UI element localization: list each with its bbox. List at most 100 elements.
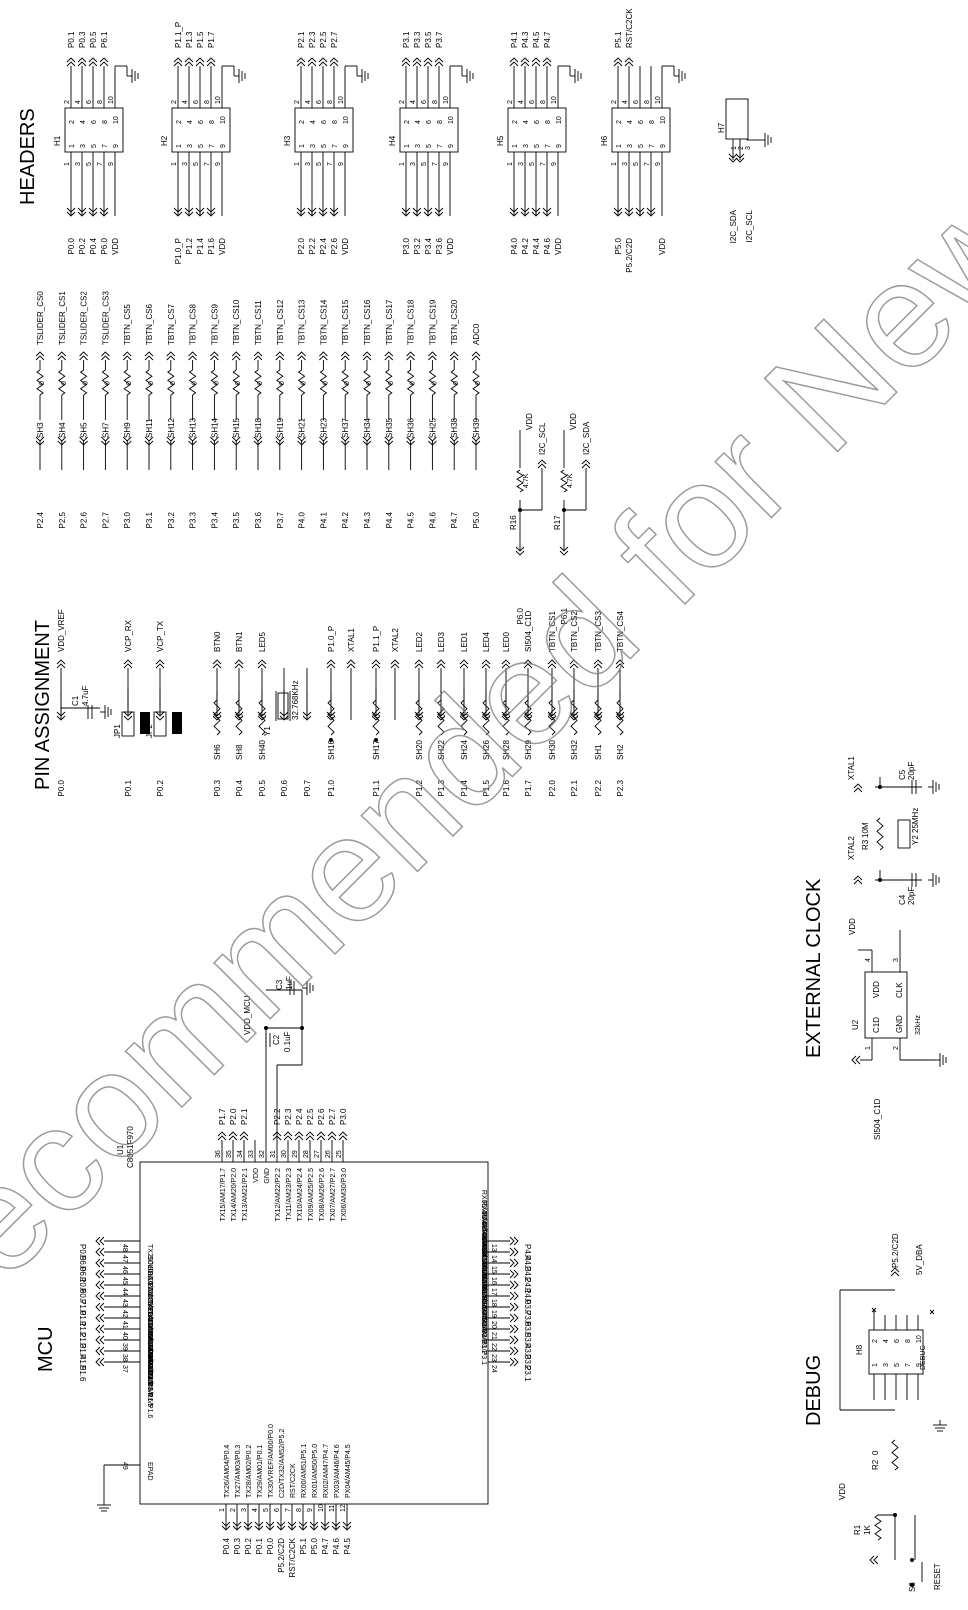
mcu-port: P2.0 <box>229 1108 238 1125</box>
pin-number: 32 <box>259 1150 266 1158</box>
header-left-net: P4.4 <box>532 237 541 254</box>
shunt-ref: SH36 <box>407 417 416 438</box>
resistor-value: 0 <box>505 714 512 718</box>
connector-symbol <box>99 207 109 217</box>
resistor-symbol <box>210 369 219 396</box>
pin-assign-port: P2.5 <box>58 511 67 528</box>
pin-assign-net: XTAL1 <box>347 628 356 652</box>
connector-symbol <box>509 1302 519 1312</box>
pin-number: 2 <box>507 100 514 104</box>
connector-symbol <box>414 659 424 669</box>
mcu-pin-function: RX15/TX04/AM32/P3.2 <box>480 1281 487 1354</box>
pin-number: 2 <box>176 120 183 124</box>
pin-number: 1 <box>171 162 178 166</box>
connector-symbol <box>346 659 356 669</box>
mcu-port: P4.4 <box>523 1244 532 1261</box>
connector-symbol <box>234 711 244 721</box>
pin-assign-port: P2.7 <box>101 511 110 528</box>
pin-assign-net: TBTN_CS3 <box>594 611 603 652</box>
connector-symbol <box>423 57 433 67</box>
wire-layer <box>35 57 947 1587</box>
resistor-value: 0 <box>410 381 417 385</box>
header-right-net: P3.5 <box>424 31 433 48</box>
connector-symbol <box>547 711 557 721</box>
pin-number: 44 <box>121 1288 128 1296</box>
pin-number: 2 <box>738 146 745 150</box>
pin-number: 11 <box>329 1505 336 1512</box>
capacitor-value: 0.1uF <box>283 1031 292 1052</box>
pin-number: 2 <box>299 120 306 124</box>
pin-number: 10 <box>338 96 345 104</box>
connector-symbol <box>509 1313 519 1323</box>
connector-symbol <box>56 659 66 669</box>
resistor-symbol <box>406 369 415 396</box>
net-label: 5V_DBA <box>915 1244 924 1275</box>
connector-symbol <box>77 57 87 67</box>
shunt-ref: SH8 <box>235 744 244 760</box>
resistor-value: 4.7K <box>523 473 530 488</box>
pin-number: 5 <box>638 144 645 148</box>
mcu-pin-function: TX10/AM24/P2.4 <box>297 1168 304 1221</box>
pin-number: 10 <box>551 96 558 104</box>
resistor-value: 1K <box>863 1525 872 1535</box>
connector-symbol <box>155 711 165 721</box>
pin-number: 2 <box>616 120 623 124</box>
pin-number: 10 <box>448 116 455 124</box>
pin-number: 1 <box>176 144 183 148</box>
connector-symbol <box>362 351 372 361</box>
pin-number: 6 <box>426 120 433 124</box>
resistor-value: 0 <box>440 714 447 718</box>
resistor-symbol <box>341 369 349 396</box>
mcu-pin-function: TX17/AM15/P1.5 <box>146 1354 153 1407</box>
pin-assign-net: VCP_TX <box>156 620 165 652</box>
mcu-port: P0.6 <box>78 1277 87 1294</box>
resistor-symbol <box>460 699 468 736</box>
pin-assign-net: TSLIDER_CS1 <box>58 291 67 345</box>
pin-assign-port: P6.1 <box>560 607 569 624</box>
resistor-symbol <box>258 699 266 736</box>
section-title-external-clock: EXTERNAL CLOCK <box>803 878 825 1058</box>
resistor-symbol <box>58 369 66 396</box>
pin-number: 10 <box>220 116 227 124</box>
pin-number: 3 <box>310 144 317 148</box>
header-ref: H6 <box>600 135 609 146</box>
pin-number: 34 <box>237 1150 244 1158</box>
junction-dot <box>329 738 333 742</box>
pin-number: 5 <box>198 144 205 148</box>
pin-number: 4 <box>622 100 629 104</box>
mcu-pin-function: PX03/AM46/P4.6 <box>334 1444 341 1498</box>
pin-number: 8 <box>296 1508 303 1512</box>
connector-symbol <box>206 207 216 217</box>
connector-symbol <box>593 659 603 669</box>
mcu-port: P3.7 <box>523 1299 532 1316</box>
mcu-port: P1.5 <box>78 1354 87 1371</box>
connector-symbol <box>635 207 645 217</box>
pin-assign-net: I2C_SCL <box>538 422 547 455</box>
mcu-pin-function: TX22/XTAL1/AM10/P1.0 <box>146 1299 153 1375</box>
pin-assign-port: P4.4 <box>385 511 394 528</box>
no-connect-marker <box>871 1307 877 1313</box>
pin-assign-port: P4.5 <box>407 511 416 528</box>
connector-symbol <box>459 659 469 669</box>
connector-symbol <box>615 711 625 721</box>
connector-symbol <box>412 207 422 217</box>
shunt-ref: SH21 <box>298 417 307 438</box>
header-left-net: VDD <box>554 238 563 255</box>
shunt-ref: SH39 <box>472 417 481 438</box>
connector-symbol <box>305 1131 315 1141</box>
pin-number: 14 <box>490 1255 497 1263</box>
oscillator-pin-label: VDD <box>872 981 881 998</box>
pin-number: 10 <box>660 116 667 124</box>
pin-number: 1 <box>611 162 618 166</box>
shunt-ref: SH30 <box>548 739 557 760</box>
mcu-port: P4.1 <box>523 1277 532 1294</box>
mcu-pin-function: RST/C2CK <box>290 1463 297 1498</box>
shunt-ref: SH23 <box>319 417 328 438</box>
connector-symbol <box>88 207 98 217</box>
header-ref: H7 <box>717 122 726 133</box>
pin-number: 8 <box>332 120 339 124</box>
pin-assign-net: LED0 <box>502 631 511 652</box>
pin-assign-net: TBTN_CS15 <box>341 299 350 345</box>
jumper-ref: JP1 <box>113 724 122 738</box>
connector-symbol <box>542 57 552 67</box>
